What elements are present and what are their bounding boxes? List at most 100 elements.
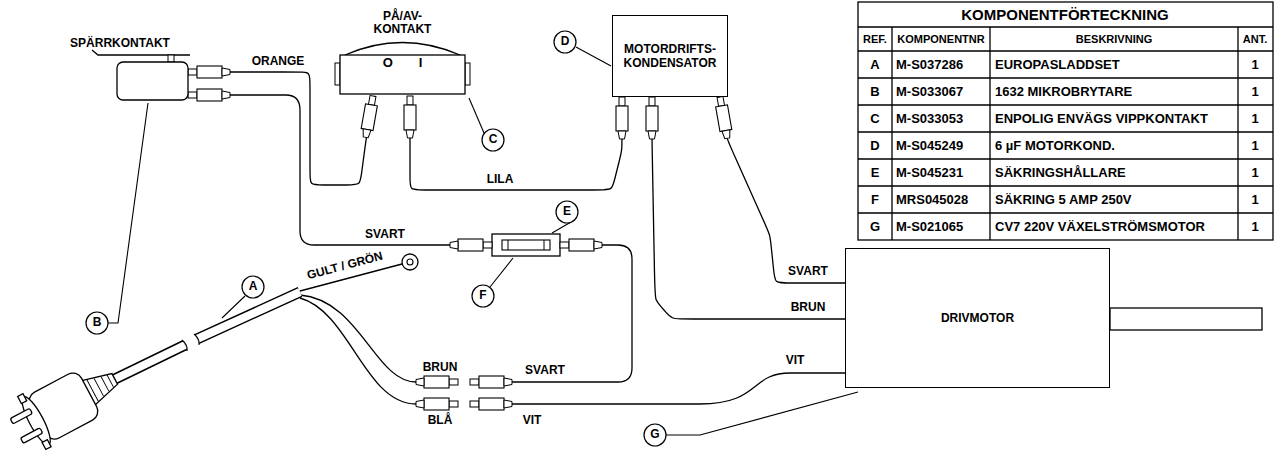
leaders [108, 47, 858, 435]
wire-color: VIT [784, 354, 807, 367]
ring-terminal [402, 254, 418, 270]
switch-plunger [168, 55, 174, 62]
table-ref: A [870, 57, 879, 71]
heading: PÅ/AV- KONTAKT [363, 10, 443, 36]
switch-marks: OI [383, 56, 423, 70]
wire-color: BRUN [421, 361, 460, 374]
wire-color: SVART [363, 228, 407, 241]
spade-connector [714, 96, 733, 139]
table-description: 6 µF MOTORKOND. [995, 138, 1115, 152]
box-label: MOTORDRIFTS- KONDENSATOR [617, 42, 723, 70]
switch-body [340, 55, 465, 94]
earth-clip [42, 440, 51, 450]
table-columns [892, 27, 1238, 240]
leader-line [108, 103, 148, 323]
table-grid [858, 2, 1273, 240]
wire-color: ORANGE [250, 55, 307, 68]
callout-letter: D [561, 35, 570, 48]
leader-line [469, 98, 484, 133]
fuse [502, 240, 550, 250]
motor-box: DRIVMOTOR [845, 248, 1110, 388]
callout-circle [86, 312, 108, 334]
table-ref: B [870, 84, 879, 98]
callout-letter: E [563, 205, 571, 218]
callout-letter: A [249, 280, 258, 293]
spade-connector [416, 376, 458, 388]
switch-lever [92, 50, 190, 55]
spade-connector [616, 97, 628, 139]
wire-color: SVART [523, 364, 567, 377]
callout-circle [554, 31, 576, 53]
part-name: SPÄRRKONTAKT [70, 36, 170, 50]
table-description: 1632 MIKROBRYTARE [995, 84, 1132, 98]
wire-color: VIT [521, 414, 544, 427]
plug-pin [20, 428, 42, 444]
spade-connector [470, 398, 512, 410]
leader-line [576, 47, 611, 66]
wire-color: BLÅ [426, 414, 455, 427]
table-description: SÄKRING 5 AMP 250V [995, 192, 1132, 206]
switch-mark: I [419, 56, 423, 70]
rocker-switch: PÅ/AV- KONTAKTOI [335, 8, 470, 96]
table-quantity: 1 [1251, 84, 1258, 98]
wire [410, 96, 622, 190]
fuse-holder [492, 234, 560, 256]
spade-connector [450, 239, 492, 251]
callout-circle [242, 276, 264, 298]
box-label: DRIVMOTOR [941, 311, 1014, 325]
table-description: ENPOLIG ENVÄGS VIPPKONTAKT [995, 111, 1208, 125]
spade-connector [188, 66, 230, 78]
part-name: PÅ/AV- KONTAKT [363, 10, 443, 36]
cable-outline [115, 292, 300, 379]
spade-connector [416, 398, 458, 410]
table-quantity: 1 [1251, 165, 1258, 179]
callout-letter: F [479, 289, 486, 302]
callout-letter: G [650, 428, 659, 441]
plug [3, 352, 129, 457]
ring-terminal-hole [407, 259, 413, 265]
table-rows [858, 27, 1273, 213]
table-part-number: M-S045249 [896, 138, 963, 152]
switch-mark: O [383, 56, 393, 70]
wire-color: GULT / GRÖN [304, 249, 386, 283]
table-part-number: M-S045231 [896, 165, 963, 179]
callout-circle [556, 201, 578, 223]
wire-color: SVART [786, 265, 830, 278]
table-ref: G [870, 219, 880, 233]
capacitor-box: MOTORDRIFTS- KONDENSATOR [612, 15, 728, 97]
black-wire [230, 95, 450, 245]
table-ref: C [870, 111, 879, 125]
spade-connector [360, 95, 379, 138]
callout-letter: C [489, 133, 498, 146]
table-description: EUROPASLADDSET [995, 57, 1120, 71]
leader-line [222, 296, 245, 318]
table-frame [858, 2, 1273, 240]
callout-circles [86, 31, 666, 446]
plug-face [17, 394, 55, 448]
white-wire [512, 373, 845, 404]
table-title: KOMPONENTFÖRTECKNING [961, 7, 1169, 24]
column-header: ANT. [1243, 33, 1267, 45]
table-quantity: 1 [1251, 138, 1258, 152]
rocker [345, 43, 460, 56]
callout-letter: B [93, 316, 102, 329]
brown-wire [300, 295, 416, 382]
table-ref: D [870, 138, 879, 152]
microswitch: SPÄRRKONTAKT [50, 36, 190, 102]
table-ref: E [871, 165, 880, 179]
plug-pin [10, 408, 32, 424]
black-wire [512, 245, 632, 382]
callout-circle [472, 285, 494, 307]
table-quantity: 1 [1251, 192, 1258, 206]
table-quantity: 1 [1251, 111, 1258, 125]
table-description: SÄKRINGSHÅLLARE [995, 165, 1126, 179]
switch-body [117, 62, 188, 100]
table-quantity: 1 [1251, 219, 1258, 233]
column-header: KOMPONENTNR [897, 33, 984, 45]
leader-line [666, 392, 858, 435]
cable-fill [115, 292, 300, 379]
table-part-number: M-S037286 [896, 57, 963, 71]
spade-connector [646, 97, 658, 139]
spade-connector [560, 239, 602, 251]
column-header: BESKRIVNING [1076, 33, 1152, 45]
